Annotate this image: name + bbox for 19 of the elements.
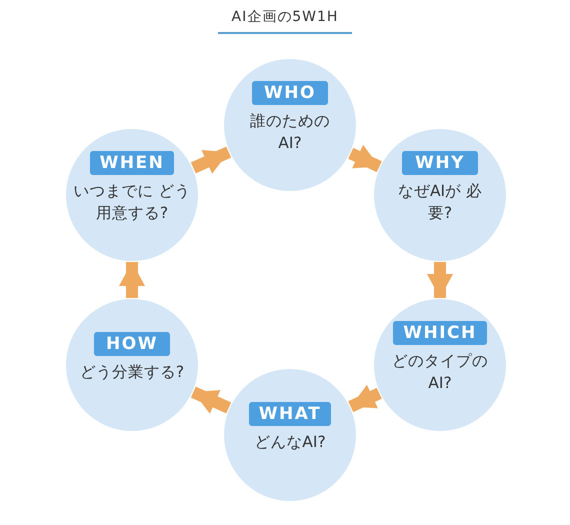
heading-tag: WHAT (248, 402, 332, 426)
heading-tag: WHICH (393, 321, 487, 346)
heading-tag: WHY (402, 151, 478, 176)
question-text: いつまでに どう用意する? (72, 181, 192, 224)
arrow (348, 144, 382, 172)
arrow (190, 146, 232, 174)
heading-tag: WHEN (90, 151, 174, 176)
arrow (190, 386, 232, 414)
arrow (427, 262, 453, 298)
arrow (348, 384, 382, 412)
arrow (119, 262, 145, 298)
title: AI企画の5W1H (230, 8, 340, 26)
question-text: 誰のための AI? (249, 111, 331, 154)
question-text: どのタイプの AI? (391, 351, 489, 394)
heading-tag: HOW (94, 332, 170, 356)
heading-tag: WHO (252, 81, 328, 106)
question-text: どんなAI? (253, 432, 327, 454)
question-text: どう分業する? (78, 362, 186, 384)
question-text: なぜAIが 必要? (396, 181, 484, 224)
